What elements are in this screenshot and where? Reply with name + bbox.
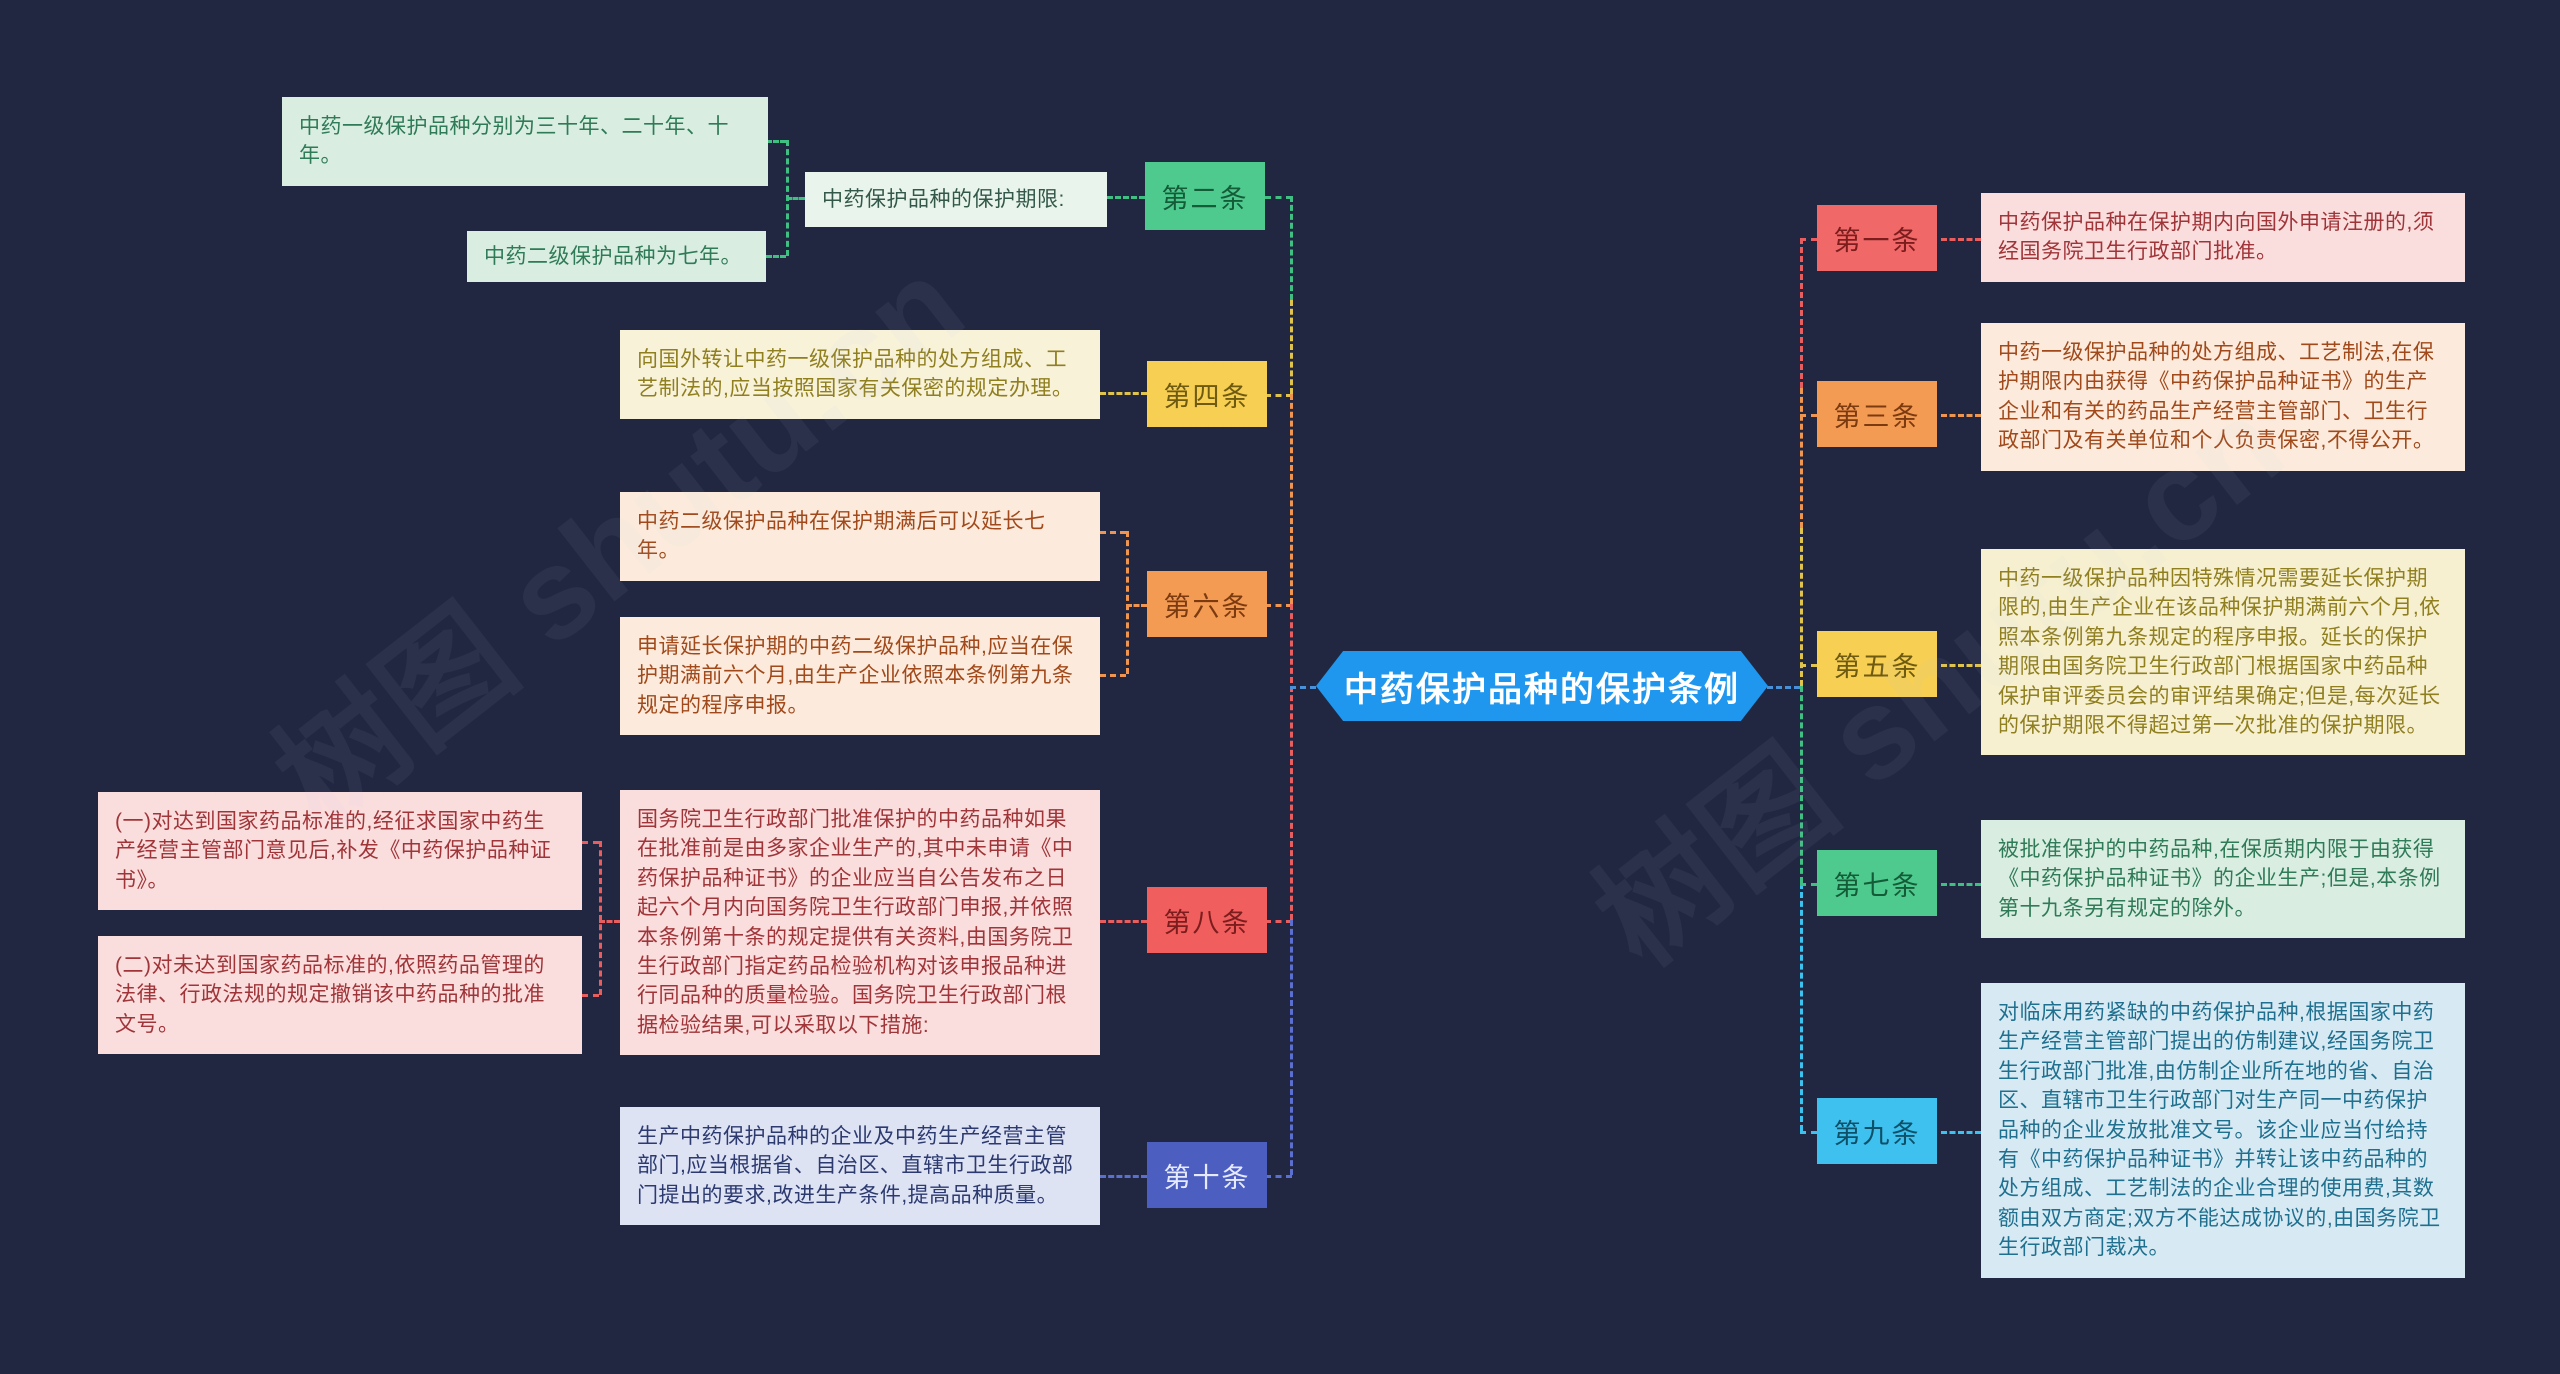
connector-line [1800,883,1817,886]
connector-line [1265,196,1292,199]
connector-line [1126,531,1129,674]
connector-line [1941,238,1981,241]
connector-line [1290,920,1293,1175]
connector-line [1265,1175,1292,1178]
connector-line [786,197,805,200]
connector-line [1265,920,1292,923]
article-7-detail-box[interactable]: 被批准保护的中药品种,在保质期内限于由获得《中药保护品种证书》的企业生产;但是,… [1981,820,2465,939]
connector-line [599,920,620,923]
connector-line [1800,528,1803,686]
connector-line [582,841,599,844]
connector-line [1290,686,1316,689]
connector-line [1265,604,1292,607]
connector-line [1126,604,1147,607]
connector-line [1100,1175,1147,1178]
central-topic-node[interactable]: 中药保护品种的保护条例 [1316,651,1768,721]
connector-line [1800,1131,1817,1134]
connector-line [1100,674,1126,677]
article-8-item2-box[interactable]: (二)对未达到国家药品标准的,依照药品管理的法律、行政法规的规定撤销该中药品种的… [98,936,582,1055]
article-7-node[interactable]: 第七条 [1817,850,1937,916]
article-3-node[interactable]: 第三条 [1817,381,1937,447]
article-8-item1-box[interactable]: (一)对达到国家药品标准的,经征求国家中药生产经营主管部门意见后,补发《中药保护… [98,792,582,911]
connector-line [1941,414,1981,417]
article-4-node[interactable]: 第四条 [1147,361,1267,427]
connector-line [1800,883,1803,1131]
connector-line [1290,196,1293,300]
connector-line [1800,664,1817,667]
article-2-second-grade-box[interactable]: 中药二级保护品种为七年。 [467,231,766,283]
article-4-detail-box[interactable]: 向国外转让中药一级保护品种的处方组成、工艺制法的,应当按照国家有关保密的规定办理… [620,330,1100,419]
article-5-node[interactable]: 第五条 [1817,631,1937,697]
article-6-extend-box[interactable]: 中药二级保护品种在保护期满后可以延长七年。 [620,492,1100,581]
article-2-period-box[interactable]: 中药保护品种的保护期限: [805,172,1107,228]
connector-line [1107,196,1145,199]
article-3-detail-box[interactable]: 中药一级保护品种的处方组成、工艺制法,在保护期限内由获得《中药保护品种证书》的生… [1981,323,2465,471]
article-2-node[interactable]: 第二条 [1145,162,1265,230]
connector-line [1290,394,1293,604]
connector-line [1800,238,1803,388]
connector-line [1767,686,1800,689]
connector-line [1100,531,1126,534]
connector-line [1800,686,1803,883]
connector-line [1100,920,1147,923]
connector-line [1290,300,1293,394]
connector-line [1290,604,1293,920]
connector-line [582,994,599,997]
article-6-node[interactable]: 第六条 [1147,571,1267,637]
connector-line [1941,883,1981,886]
connector-line [1800,388,1803,528]
connector-line [1800,414,1817,417]
article-6-apply-box[interactable]: 申请延长保护期的中药二级保护品种,应当在保护期满前六个月,由生产企业依照本条例第… [620,617,1100,736]
connector-line [766,140,786,143]
connector-line [599,841,602,995]
article-8-node[interactable]: 第八条 [1147,887,1267,953]
article-9-node[interactable]: 第九条 [1817,1098,1937,1164]
connector-line [1100,392,1147,395]
connector-line [1941,1131,1981,1134]
connector-line [1800,238,1817,241]
article-9-detail-box[interactable]: 对临床用药紧缺的中药保护品种,根据国家中药生产经营主管部门提出的仿制建议,经国务… [1981,983,2465,1278]
article-5-detail-box[interactable]: 中药一级保护品种因特殊情况需要延长保护期限的,由生产企业在该品种保护期满前六个月… [1981,549,2465,756]
article-2-first-grade-box[interactable]: 中药一级保护品种分别为三十年、二十年、十年。 [282,97,768,186]
article-10-node[interactable]: 第十条 [1147,1142,1267,1208]
article-1-detail-box[interactable]: 中药保护品种在保护期内向国外申请注册的,须经国务院卫生行政部门批准。 [1981,193,2465,282]
article-1-node[interactable]: 第一条 [1817,205,1937,271]
article-8-detail-box[interactable]: 国务院卫生行政部门批准保护的中药品种如果在批准前是由多家企业生产的,其中未申请《… [620,790,1100,1056]
article-10-detail-box[interactable]: 生产中药保护品种的企业及中药生产经营主管部门,应当根据省、自治区、直辖市卫生行政… [620,1107,1100,1226]
connector-line [766,255,786,258]
connector-line [1265,394,1292,397]
connector-line [1941,664,1981,667]
